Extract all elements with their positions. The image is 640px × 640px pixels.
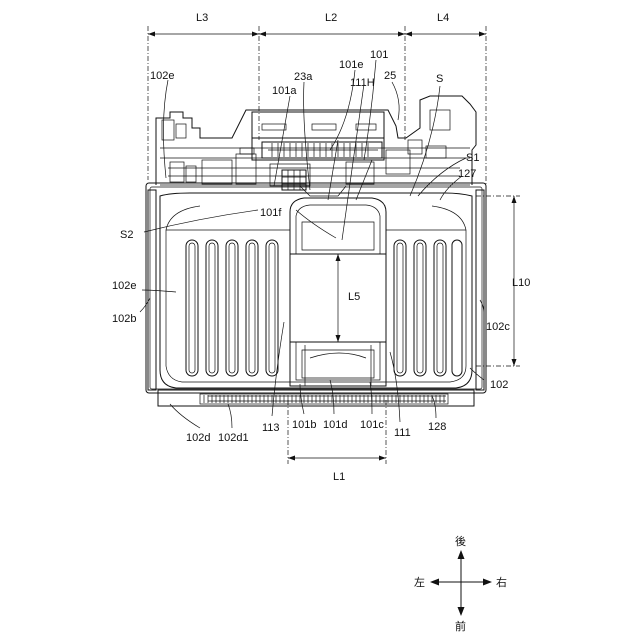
dim-label-l1: L1 bbox=[333, 471, 345, 483]
dim-label-l2: L2 bbox=[325, 12, 337, 24]
top-dimension-lines bbox=[148, 26, 486, 185]
ref-label-101e: 101e bbox=[339, 59, 363, 71]
ref-label-113: 113 bbox=[262, 422, 280, 434]
ref-label-101: 101 bbox=[370, 49, 388, 61]
ref-label-102e-top: 102e bbox=[150, 70, 174, 82]
dim-label-l3: L3 bbox=[196, 12, 208, 24]
direction-label-back: 後 bbox=[455, 534, 466, 548]
direction-compass bbox=[430, 550, 492, 616]
arrow-up-icon bbox=[458, 550, 465, 559]
ref-label-101c: 101c bbox=[360, 419, 384, 431]
direction-label-front: 前 bbox=[455, 619, 466, 633]
dim-label-l10: L10 bbox=[512, 277, 530, 289]
direction-label-left: 左 bbox=[414, 576, 425, 589]
ref-label-111h: 111H bbox=[350, 77, 375, 89]
left-ribs bbox=[186, 240, 278, 376]
direction-label-right: 右 bbox=[496, 575, 507, 589]
ref-label-101b: 101b bbox=[292, 419, 316, 431]
ref-label-s2: S2 bbox=[120, 229, 133, 241]
ref-label-102: 102 bbox=[490, 379, 508, 391]
ref-label-23a: 23a bbox=[294, 71, 313, 83]
ref-label-101d: 101d bbox=[323, 419, 347, 431]
ref-label-111: 111 bbox=[394, 427, 411, 439]
ref-label-102d1: 102d1 bbox=[218, 432, 249, 444]
ref-label-s: S bbox=[436, 73, 443, 85]
rear-mechanism bbox=[156, 96, 476, 200]
arrow-right-icon bbox=[483, 579, 492, 586]
dim-label-l5: L5 bbox=[348, 291, 360, 303]
ref-label-102e-mid: 102e bbox=[112, 280, 136, 292]
right-ribs bbox=[394, 240, 462, 376]
grille-teeth bbox=[204, 395, 444, 403]
ref-label-s1: S1 bbox=[466, 152, 479, 164]
ref-label-102d: 102d bbox=[186, 432, 210, 444]
dim-label-l4: L4 bbox=[437, 12, 449, 24]
arrow-down-icon bbox=[458, 607, 465, 616]
arrow-left-icon bbox=[430, 579, 439, 586]
ref-label-102c: 102c bbox=[486, 321, 510, 333]
ref-label-25: 25 bbox=[384, 70, 396, 82]
ref-label-127: 127 bbox=[458, 168, 476, 180]
tray-body bbox=[146, 183, 486, 406]
ref-label-101a: 101a bbox=[272, 85, 297, 97]
ref-label-128: 128 bbox=[428, 421, 446, 433]
l1-dimension bbox=[288, 400, 386, 464]
ref-label-102b: 102b bbox=[112, 313, 136, 325]
ref-label-101f: 101f bbox=[260, 207, 282, 219]
